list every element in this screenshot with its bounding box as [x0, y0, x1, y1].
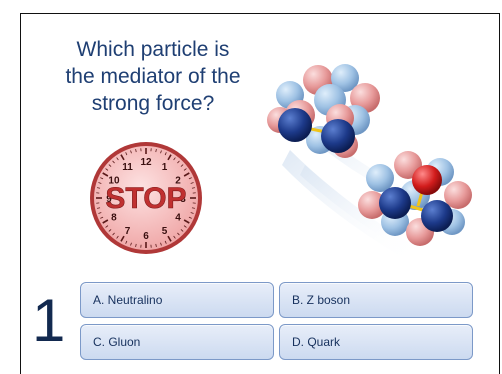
timer-tick [155, 243, 157, 247]
timer-dial-number: 12 [140, 157, 152, 168]
timer-tick [108, 164, 112, 167]
timer-tick [112, 160, 115, 164]
timer-tick [183, 219, 190, 224]
timer-tick [188, 177, 192, 180]
question-text: Which particle is the mediator of the st… [38, 36, 268, 117]
timer-tick [164, 152, 167, 156]
timer-tick [97, 187, 101, 189]
question-line: the mediator of the [65, 65, 241, 88]
timer-tick [108, 229, 112, 232]
timer-tick [105, 225, 109, 228]
timer-tick [180, 229, 184, 232]
timer-dial-number: 1 [162, 162, 168, 173]
timer-tick [97, 207, 101, 209]
timer-tick [155, 149, 157, 153]
answer-a-button[interactable]: A. Neutralino [80, 282, 274, 318]
timer-tick [177, 232, 180, 236]
timer-dial-number: 9 [106, 194, 112, 205]
timer-tick [102, 219, 109, 224]
timer-dial-number: 4 [175, 213, 181, 224]
timer-tick [120, 154, 125, 161]
question-line: Which particle is [76, 38, 230, 61]
timer-tick [188, 216, 192, 219]
timer-ticks [96, 148, 196, 248]
timer-tick [183, 168, 187, 171]
slide-frame [20, 13, 500, 374]
timer-dial-number: 10 [108, 176, 120, 187]
timer-tick [100, 177, 104, 180]
timer-dial-number: 5 [162, 226, 168, 237]
answer-d-button[interactable]: D. Quark [279, 324, 473, 360]
timer-tick [180, 164, 184, 167]
timer-tick [125, 152, 128, 156]
timer-tick [125, 240, 128, 244]
timer-tick [105, 168, 109, 171]
answer-b-button[interactable]: B. Z boson [279, 282, 473, 318]
timer-tick [183, 172, 190, 177]
timer-dial-number: 3 [180, 194, 186, 205]
timer-tick [130, 242, 132, 246]
timer-stop-label: STOP [105, 182, 186, 215]
timer-tick [130, 150, 132, 154]
timer-tick [191, 207, 195, 209]
timer-tick [100, 216, 104, 219]
timer-tick [190, 182, 194, 184]
timer-tick [167, 235, 172, 242]
question-number: 1 [32, 287, 66, 354]
timer-tick [102, 172, 109, 177]
timer-tick [173, 157, 176, 161]
timer-tick [183, 225, 187, 228]
timer-tick [98, 182, 102, 184]
timer-tick [167, 154, 172, 161]
timer-tick [160, 150, 162, 154]
timer-tick [98, 212, 102, 214]
timer-tick [164, 240, 167, 244]
question-line: strong force? [91, 92, 215, 115]
timer-tick [120, 235, 125, 242]
timer-tick [191, 187, 195, 189]
timer-tick [112, 232, 115, 236]
answer-c-button[interactable]: C. Gluon [80, 324, 274, 360]
timer-tick [116, 157, 119, 161]
timer-face [94, 146, 198, 250]
timer-tick [116, 235, 119, 239]
timer-tick [177, 160, 180, 164]
nucleus-small [358, 151, 472, 246]
timer-dial-number: 8 [111, 213, 117, 224]
timer-tick [135, 149, 137, 153]
timer-tick [160, 242, 162, 246]
timer-dial-number: 6 [143, 231, 149, 242]
nucleus-large [267, 64, 380, 158]
timer-tick [173, 235, 176, 239]
timer-tick [190, 212, 194, 214]
timer-dial-number: 7 [125, 226, 131, 237]
timer-dial-number: 2 [175, 176, 181, 187]
timer-tick [135, 243, 137, 247]
timer-dial-number: 11 [122, 162, 133, 173]
